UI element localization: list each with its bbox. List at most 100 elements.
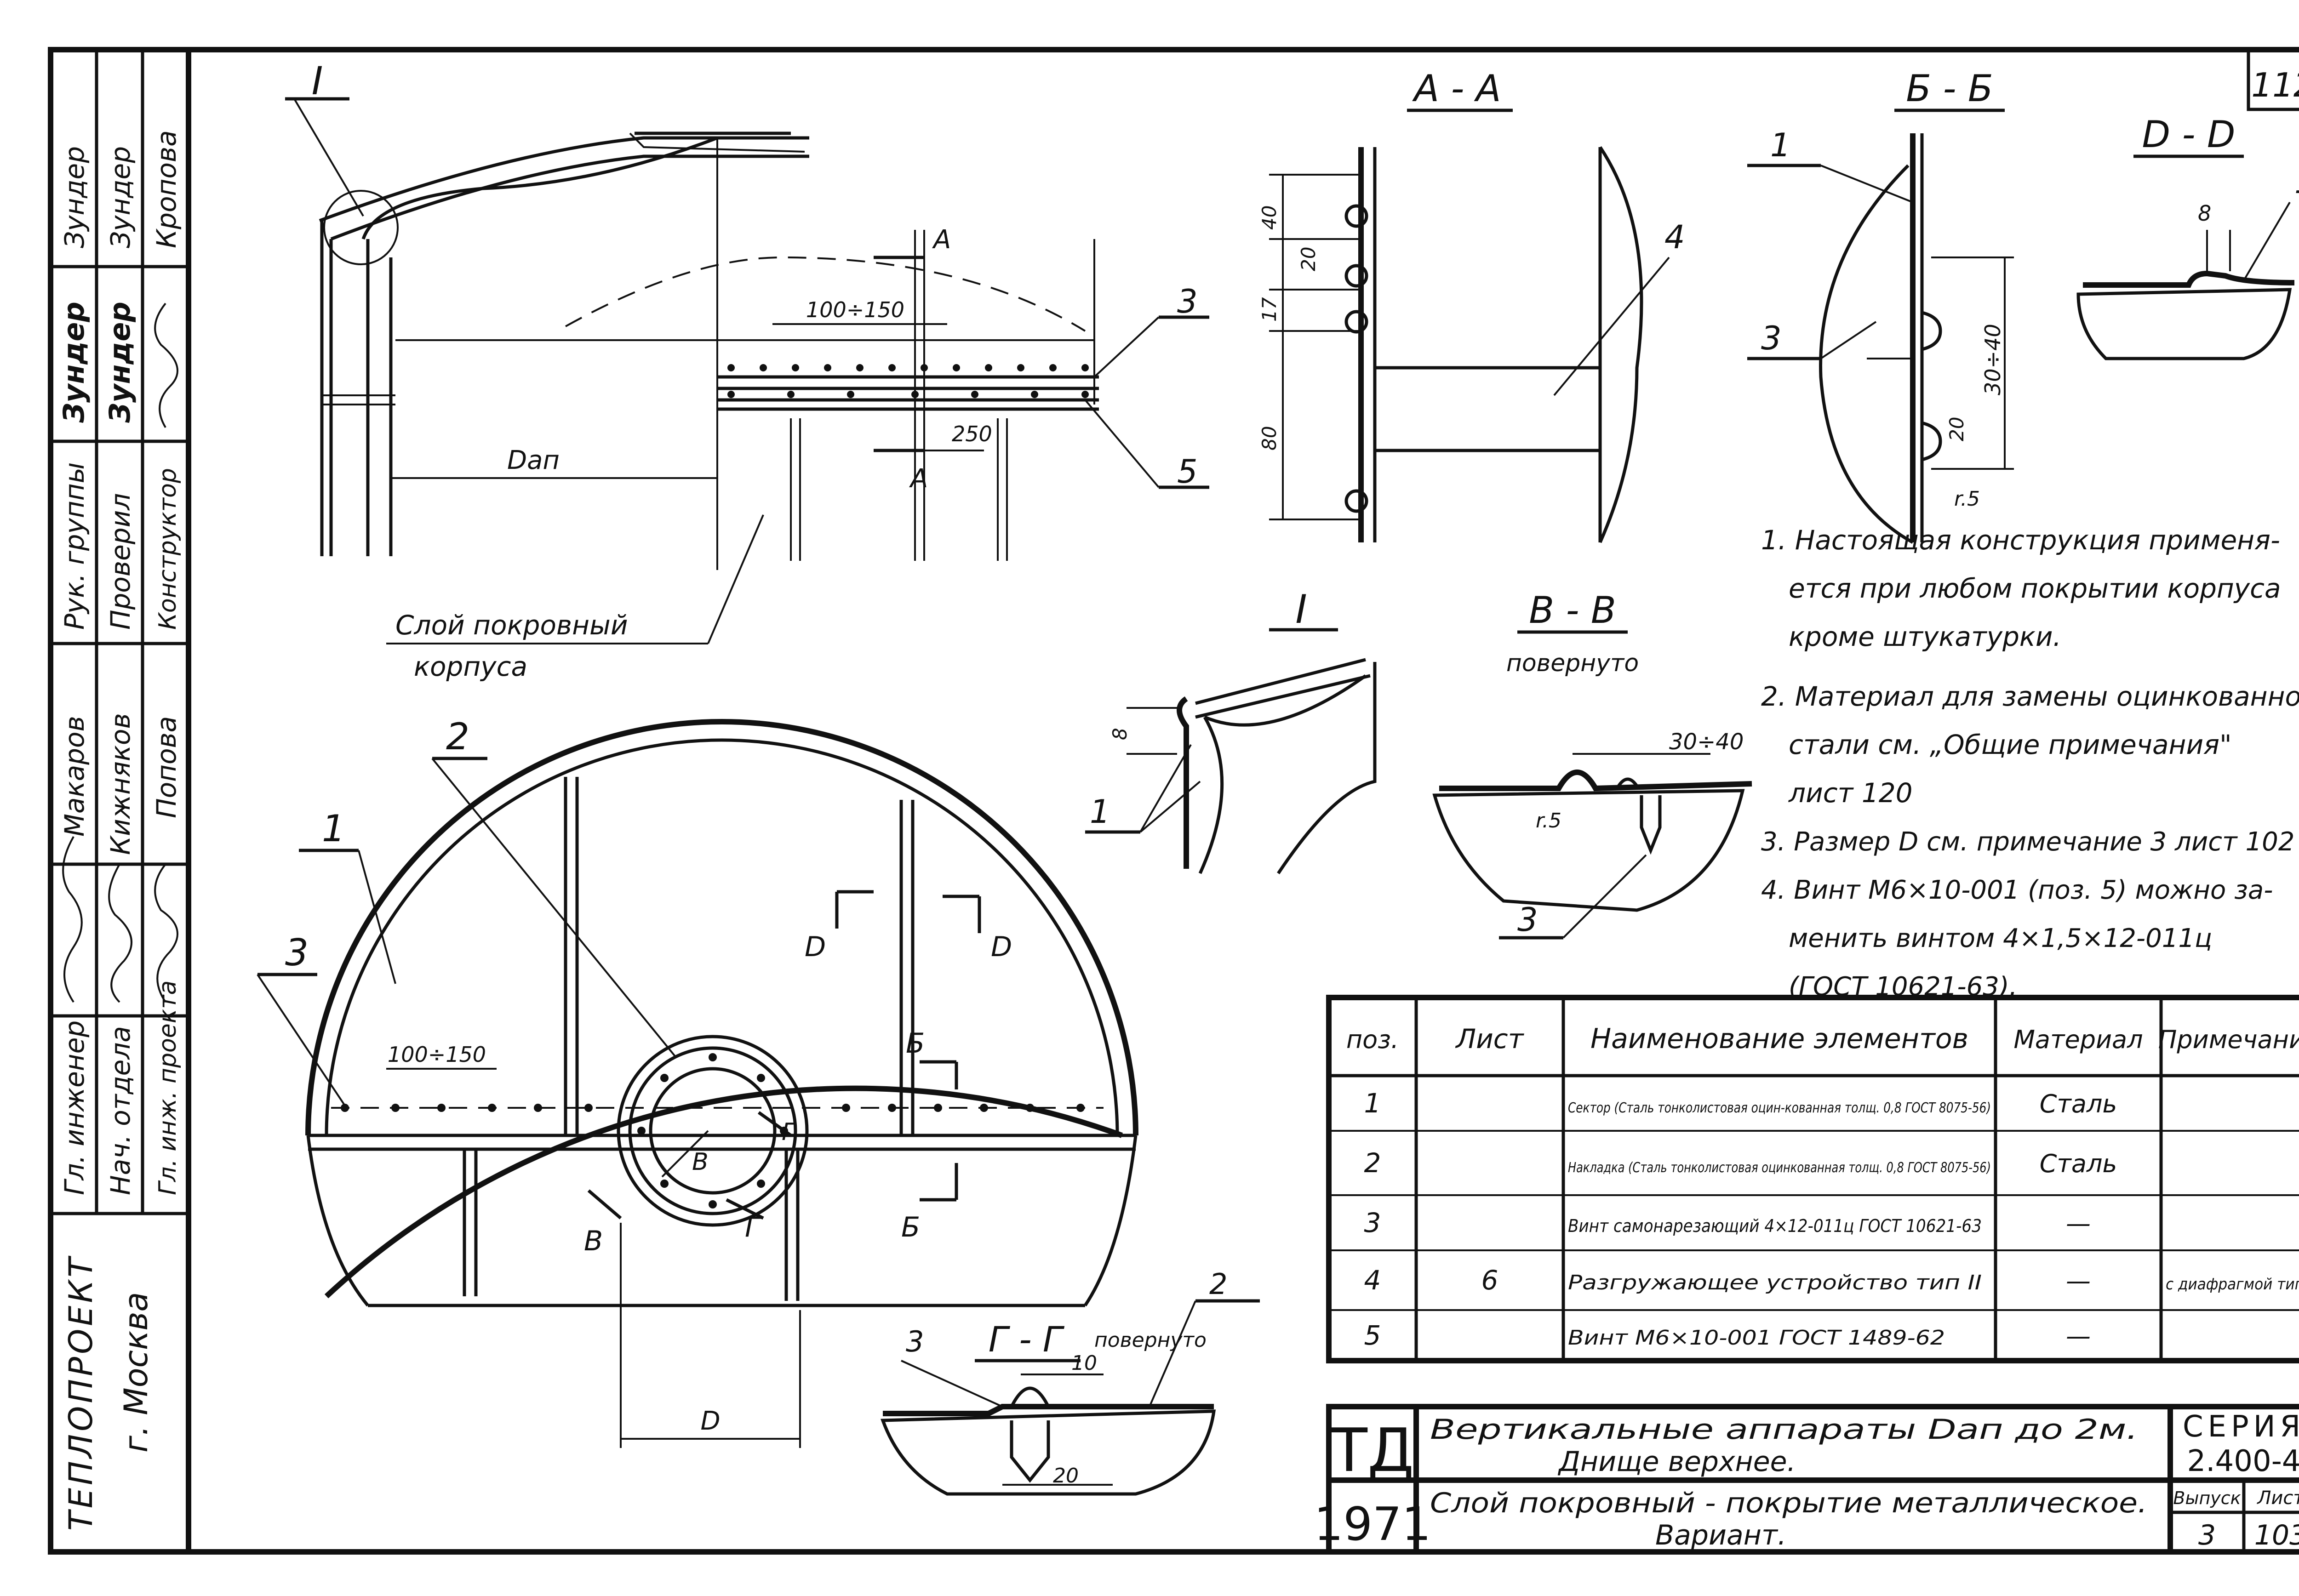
- mark-d-left: D: [805, 931, 826, 963]
- stamp-org-line2: г. Москва: [117, 1292, 155, 1453]
- row-2-material: Сталь: [2040, 1149, 2117, 1178]
- plan-dim-pitch: 100÷150: [388, 1042, 486, 1067]
- title-block: ТД 1971 Вертикальные аппараты Dап до 2м.…: [1314, 1404, 2299, 1555]
- title-line-1: Вертикальные аппараты Dап до 2м.: [1430, 1414, 2138, 1446]
- mark-d-right: D: [991, 931, 1012, 963]
- notes: 1. Настоящая конструкция применя- ется п…: [1761, 524, 2299, 1002]
- signature-2: [108, 864, 132, 1003]
- sheet-value: 103: [2254, 1519, 2299, 1551]
- section-gg-title: Г - Г: [989, 1319, 1065, 1360]
- bb-pos-1: 1: [1770, 126, 1791, 164]
- stamp-role-2: Нач. отдела: [105, 1026, 136, 1195]
- screw-ring: [637, 1053, 788, 1208]
- mark-b-top: Б: [906, 1027, 925, 1060]
- signature-1: [62, 836, 83, 1003]
- section-vv-subtitle: повернуто: [1506, 650, 1639, 677]
- series-label: СЕРИЯ: [2183, 1410, 2299, 1444]
- aa-pos-4: 4: [1664, 218, 1685, 256]
- row-5-pos: 5: [1364, 1320, 1381, 1351]
- stamp-role-3: Гл. инж. проекта: [154, 980, 182, 1195]
- note-line-5: стали см. „Общие примечания": [1789, 729, 2232, 760]
- stamp-name-1: Макаров: [59, 716, 90, 837]
- dd-dim-8: 8: [2198, 201, 2211, 226]
- table-row: 4 6 Разгружающее устройство тип II — с д…: [1364, 1265, 2299, 1296]
- plan-dim-d: D: [700, 1406, 720, 1436]
- plan-pos-1: 1: [322, 807, 345, 850]
- mark-v-centre: В: [692, 1148, 709, 1176]
- stamp-role-5: Проверил: [105, 493, 136, 630]
- pos-5-top: 5: [1177, 453, 1198, 490]
- row-4-sheet: 6: [1481, 1265, 1498, 1296]
- row-2-name: Накладка (Сталь тонколистовая оцинкованн…: [1568, 1160, 1991, 1176]
- detail-i-callout: [323, 190, 399, 265]
- note-line-4: 2. Материал для замены оцинкованной: [1761, 681, 2299, 712]
- gg-dim-20: 20: [1053, 1464, 1079, 1488]
- table-row: 1 Сектор (Сталь тонколистовая оцин-кован…: [1364, 1088, 2117, 1119]
- row-4-note: с диафрагмой тип I: [2166, 1275, 2299, 1294]
- sheet-label: Лист: [2256, 1488, 2299, 1509]
- note-line-1: 1. Настоящая конструкция применя-: [1761, 524, 2280, 556]
- signature-6: [154, 302, 178, 428]
- bb-dim-r5: r.5: [1954, 487, 1980, 511]
- stamp-role-6: Конструктор: [154, 468, 182, 630]
- bb-dim-20: 20: [1945, 417, 1968, 441]
- issue-label: Выпуск: [2173, 1488, 2241, 1508]
- stamp-name-2: Кижняков: [105, 713, 136, 855]
- table-row: 3 Винт самонарезающий 4×12-011ц ГОСТ 106…: [1364, 1207, 2091, 1238]
- pos-3-top: 3: [1177, 283, 1198, 320]
- stamp-role-4: Рук. группы: [59, 462, 90, 630]
- row-1-pos: 1: [1364, 1088, 1381, 1119]
- dim-250: 250: [952, 422, 992, 446]
- note-line-6: лист 120: [1788, 777, 1913, 809]
- section-aa: А - А 40 20 17 80 4: [1258, 67, 1685, 543]
- stamp-role-1: Гл. инженер: [59, 1020, 90, 1195]
- aa-dim-20: 20: [1297, 247, 1320, 271]
- plan-pos-2: 2: [446, 715, 469, 758]
- vv-dim-r5: r.5: [1536, 809, 1561, 832]
- spec-header-pos: поз.: [1346, 1025, 1399, 1054]
- side-stamp: Гл. инженер Нач. отдела Гл. инж. проекта…: [51, 50, 189, 1531]
- section-dd-title: D - D: [2142, 113, 2236, 156]
- detail-i: I 8 1: [1085, 587, 1377, 874]
- screw-row-upper: [727, 364, 1089, 398]
- row-5-name: Винт М6×10-001 ГОСТ 1489-62: [1568, 1326, 1945, 1350]
- note-line-8: 4. Винт М6×10-001 (поз. 5) можно за-: [1761, 875, 2273, 905]
- note-line-2: ется при любом покрытии корпуса: [1789, 573, 2281, 604]
- logo-year: 1971: [1314, 1497, 1431, 1551]
- row-3-name: Винт самонарезающий 4×12-011ц ГОСТ 10621…: [1568, 1216, 1982, 1236]
- section-dd: D - D 8 1: [2076, 113, 2299, 360]
- spec-table: поз. Лист Наименование элементов Материа…: [1326, 995, 2299, 1363]
- section-gg: Г - Г повернуто 10 20 3 2: [881, 1267, 1260, 1496]
- mark-b-bottom: Б: [901, 1211, 920, 1243]
- section-bb-title: Б - Б: [1906, 67, 1993, 110]
- logo-td: ТД: [1331, 1415, 1414, 1485]
- stamp-signature-4: Зундер: [57, 302, 91, 423]
- stamp-org-line1: ТЕПЛОПРОЕКТ: [62, 1255, 100, 1531]
- note-line-3: кроме штукатурки.: [1789, 621, 2061, 652]
- row-1-material: Сталь: [2040, 1089, 2117, 1118]
- section-gg-subtitle: повернуто: [1094, 1328, 1207, 1352]
- series-value: 2.400-4: [2187, 1444, 2299, 1478]
- aa-dim-80: 80: [1258, 426, 1281, 450]
- row-3-pos: 3: [1364, 1207, 1381, 1238]
- title-line-3: Слой покровный - покрытие металлическое.: [1430, 1487, 2147, 1519]
- spec-header-material: Материал: [2013, 1025, 2143, 1054]
- signature-3: [154, 863, 178, 1003]
- sheet-frame: [48, 47, 2299, 1555]
- stamp-name-5: Зундер: [105, 146, 136, 248]
- row-1-name: Сектор (Сталь тонколистовая оцин-кованна…: [1568, 1100, 1991, 1116]
- title-line-4: Вариант.: [1655, 1519, 1786, 1551]
- note-line-7: 3. Размер D см. примечание 3 лист 102: [1761, 827, 2294, 857]
- caption-line2: корпуса: [414, 651, 527, 682]
- row-4-name: Разгружающее устройство тип II: [1568, 1271, 1982, 1294]
- title-line-2: Днище верхнее.: [1557, 1446, 1796, 1478]
- mark-v-bottom: В: [584, 1225, 603, 1257]
- gg-dim-10: 10: [1071, 1351, 1097, 1375]
- bb-pos-3: 3: [1761, 319, 1782, 357]
- row-4-pos: 4: [1364, 1265, 1381, 1296]
- sheet-number: 112: [2251, 66, 2299, 104]
- view-top-left-label: I: [312, 58, 323, 103]
- issue-value: 3: [2198, 1519, 2216, 1551]
- aa-dim-40: 40: [1258, 205, 1281, 230]
- table-row: 5 Винт М6×10-001 ГОСТ 1489-62 —: [1364, 1320, 2091, 1351]
